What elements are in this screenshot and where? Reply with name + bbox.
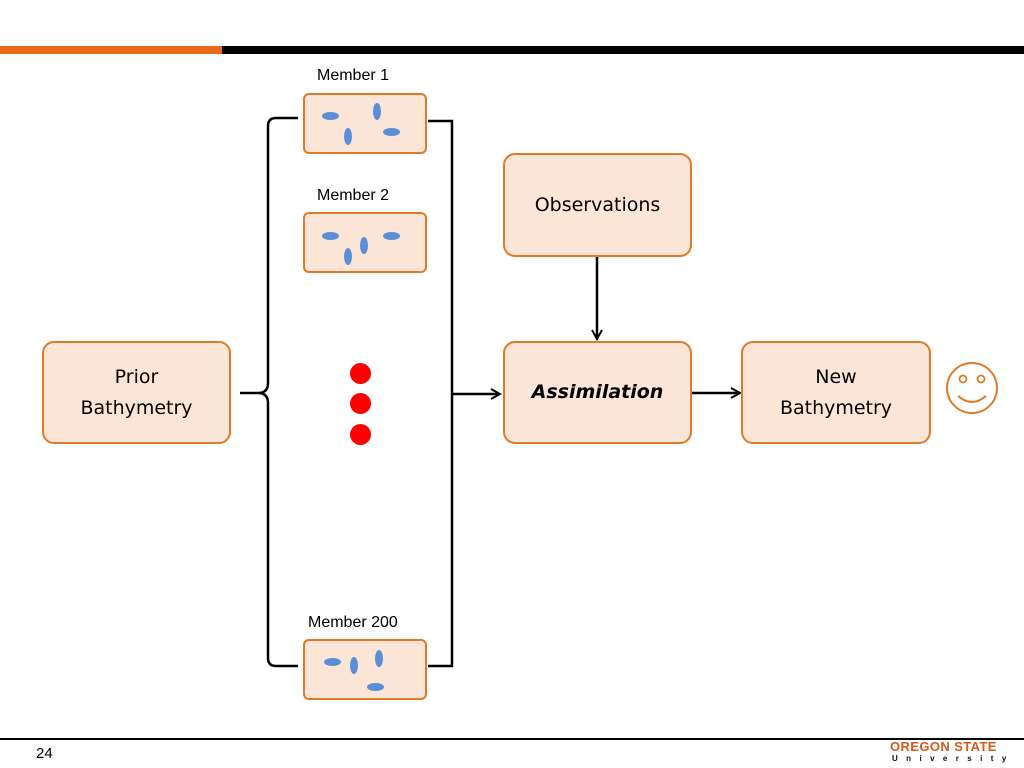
ensemble-blob — [322, 232, 339, 240]
logo-top-text: OREGON STATE — [890, 739, 997, 754]
ensemble-blob — [344, 128, 352, 145]
member-1-label: Member 1 — [317, 67, 390, 84]
ellipsis-dot — [350, 363, 371, 384]
header-accent-bar — [0, 46, 222, 54]
ensemble-blob — [322, 112, 339, 120]
left-brace — [240, 116, 298, 668]
observations-box: Observations — [503, 153, 692, 257]
member-200-box — [303, 639, 427, 700]
prior-bathymetry-box: Prior Bathymetry — [42, 341, 231, 444]
member-200-label: Member 200 — [308, 614, 398, 631]
ensemble-blob — [344, 248, 352, 265]
right-bracket — [428, 119, 454, 668]
assimilation-box: Assimilation — [503, 341, 692, 444]
ensemble-blob — [373, 103, 381, 120]
member-1-box — [303, 93, 427, 154]
member-2-box — [303, 212, 427, 273]
ellipsis-dot — [350, 424, 371, 445]
new-bathymetry-box: New Bathymetry — [741, 341, 931, 444]
smiley-face-icon — [946, 362, 998, 414]
prior-line2: Bathymetry — [80, 396, 193, 419]
member-2-label: Member 2 — [317, 187, 390, 204]
header-rule — [222, 46, 1024, 54]
logo-bottom-text: University — [892, 754, 1015, 763]
ensemble-blob — [383, 128, 400, 136]
ellipsis-dot — [350, 393, 371, 414]
observations-label: Observations — [534, 193, 661, 216]
page-number: 24 — [36, 745, 53, 762]
new-line2: Bathymetry — [779, 396, 893, 419]
ensemble-blob — [383, 232, 400, 240]
footer-rule — [0, 738, 1024, 740]
ensemble-blob — [367, 683, 384, 691]
prior-line1: Prior — [114, 365, 159, 388]
ensemble-blob — [324, 658, 341, 666]
ensemble-blob — [360, 237, 368, 254]
ensemble-blob — [375, 650, 383, 667]
oregon-state-logo: OREGON STATE University — [890, 739, 1020, 767]
ensemble-blob — [350, 657, 358, 674]
new-line1: New — [815, 365, 857, 388]
assimilation-label: Assimilation — [531, 381, 664, 403]
